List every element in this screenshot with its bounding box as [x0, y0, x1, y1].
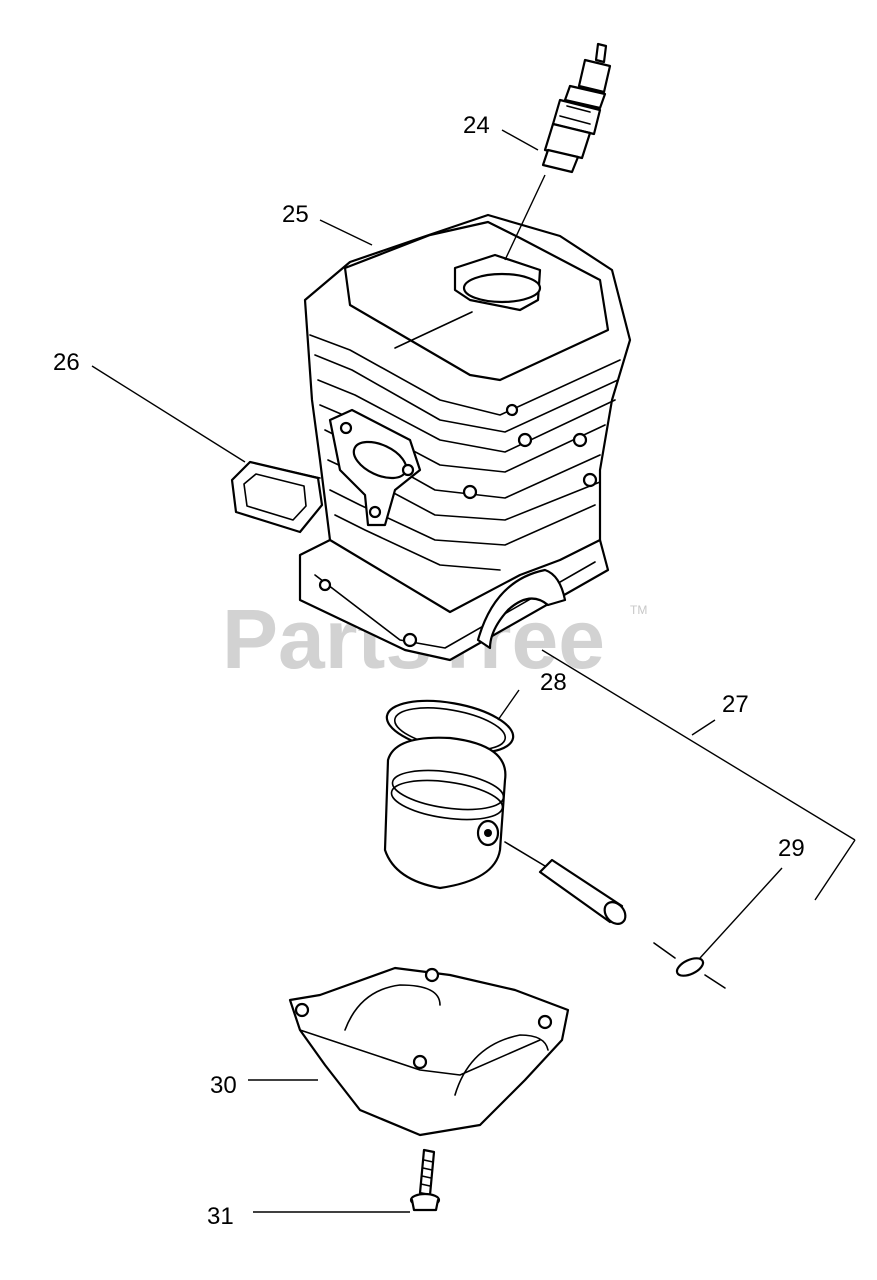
intake-gasket-part[interactable] [230, 460, 324, 534]
circlip-part[interactable] [653, 942, 726, 989]
callout-24: 24 [463, 112, 490, 139]
piston-part[interactable] [383, 736, 630, 928]
watermark-trademark: TM [630, 603, 647, 617]
spark-plug-part[interactable] [541, 42, 612, 174]
screw-part[interactable] [409, 1148, 441, 1212]
callout-27: 27 [722, 691, 749, 718]
leader-lines [91, 129, 856, 1213]
crankcase-cap-part[interactable] [288, 966, 570, 1137]
callout-26: 26 [53, 349, 80, 376]
callout-25: 25 [282, 201, 309, 228]
callout-29: 29 [778, 835, 805, 862]
callout-30: 30 [210, 1072, 237, 1099]
cylinder-part[interactable] [298, 213, 632, 662]
callout-31: 31 [207, 1203, 234, 1230]
callout-28: 28 [540, 669, 567, 696]
